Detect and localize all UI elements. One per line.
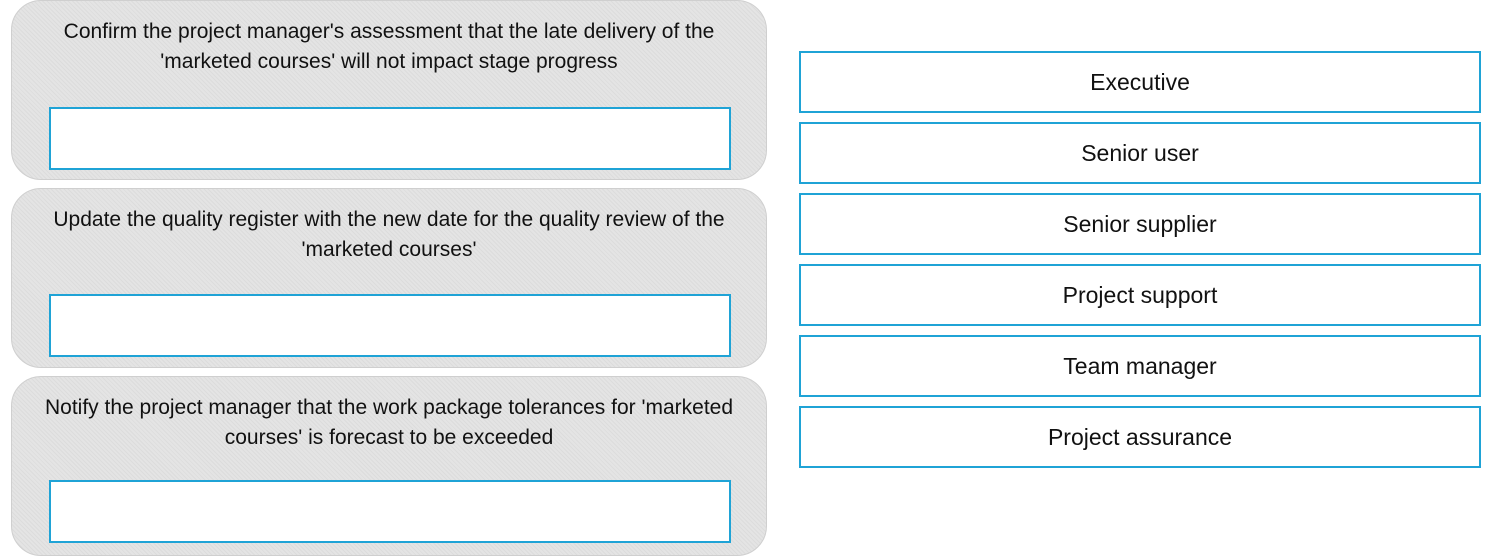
question-text: Confirm the project manager's assessment…	[63, 20, 715, 73]
option-senior-supplier[interactable]: Senior supplier	[799, 193, 1481, 255]
question-card-3: Notify the project manager that the work…	[11, 376, 767, 556]
option-project-assurance[interactable]: Project assurance	[799, 406, 1481, 468]
question-text: Notify the project manager that the work…	[44, 396, 734, 449]
answer-drop-zone-3[interactable]	[49, 480, 731, 543]
option-senior-user[interactable]: Senior user	[799, 122, 1481, 184]
answer-drop-zone-2[interactable]	[49, 294, 731, 357]
question-card-1: Confirm the project manager's assessment…	[11, 0, 767, 180]
option-executive[interactable]: Executive	[799, 51, 1481, 113]
option-project-support[interactable]: Project support	[799, 264, 1481, 326]
option-team-manager[interactable]: Team manager	[799, 335, 1481, 397]
answer-drop-zone-1[interactable]	[49, 107, 731, 170]
question-card-2: Update the quality register with the new…	[11, 188, 767, 368]
question-text: Update the quality register with the new…	[53, 208, 725, 261]
